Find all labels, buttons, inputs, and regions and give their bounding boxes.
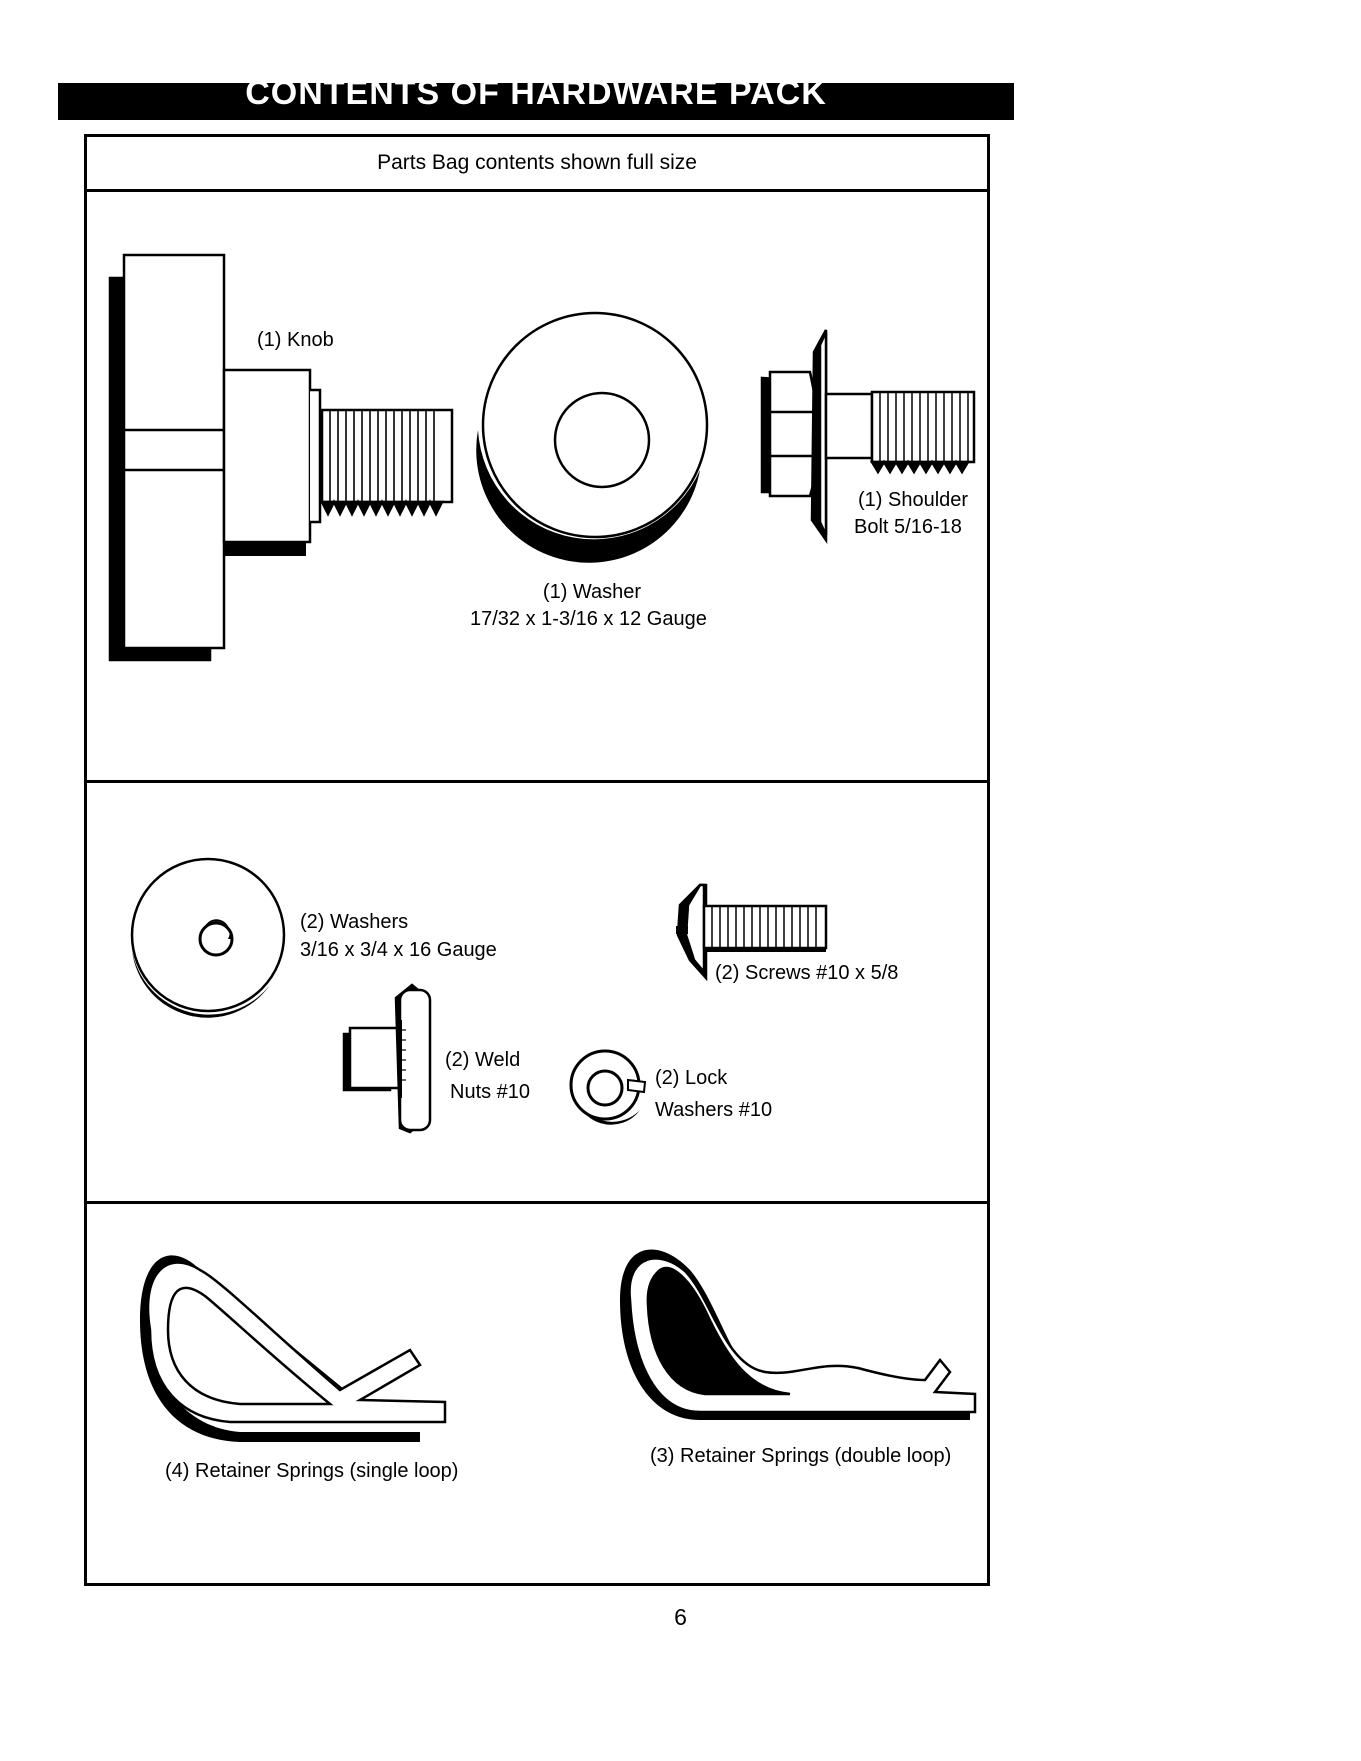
washers-small-label-line2: 3/16 x 3/4 x 16 Gauge [300, 936, 497, 964]
screws-label: (2) Screws #10 x 5/8 [715, 959, 898, 987]
washer-icon [132, 859, 284, 1018]
spring-single-label: (4) Retainer Springs (single loop) [165, 1457, 458, 1485]
weld-nuts-label-line2: Nuts #10 [450, 1078, 530, 1106]
retainer-spring-single-icon [140, 1255, 445, 1442]
weld-nut-icon [344, 985, 430, 1132]
weld-nuts-label-line1: (2) Weld [445, 1046, 520, 1074]
washer-large-label-line1: (1) Washer [530, 578, 654, 606]
retainer-spring-double-icon [620, 1249, 975, 1420]
knob-icon [110, 255, 452, 660]
lock-washer-icon [571, 1051, 645, 1125]
spring-double-label: (3) Retainer Springs (double loop) [650, 1442, 951, 1470]
page-number: 6 [0, 1604, 1361, 1631]
lock-washers-label-line2: Washers #10 [655, 1096, 772, 1124]
lock-washers-label-line1: (2) Lock [655, 1064, 727, 1092]
knob-label: (1) Knob [257, 326, 334, 354]
washer-large-label-line2: 17/32 x 1-3/16 x 12 Gauge [470, 605, 707, 633]
shoulder-bolt-label-line2: Bolt 5/16-18 [854, 513, 962, 541]
washers-small-label-line1: (2) Washers [300, 908, 408, 936]
washer-icon [476, 313, 707, 563]
shoulder-bolt-label-line1: (1) Shoulder [858, 486, 968, 514]
